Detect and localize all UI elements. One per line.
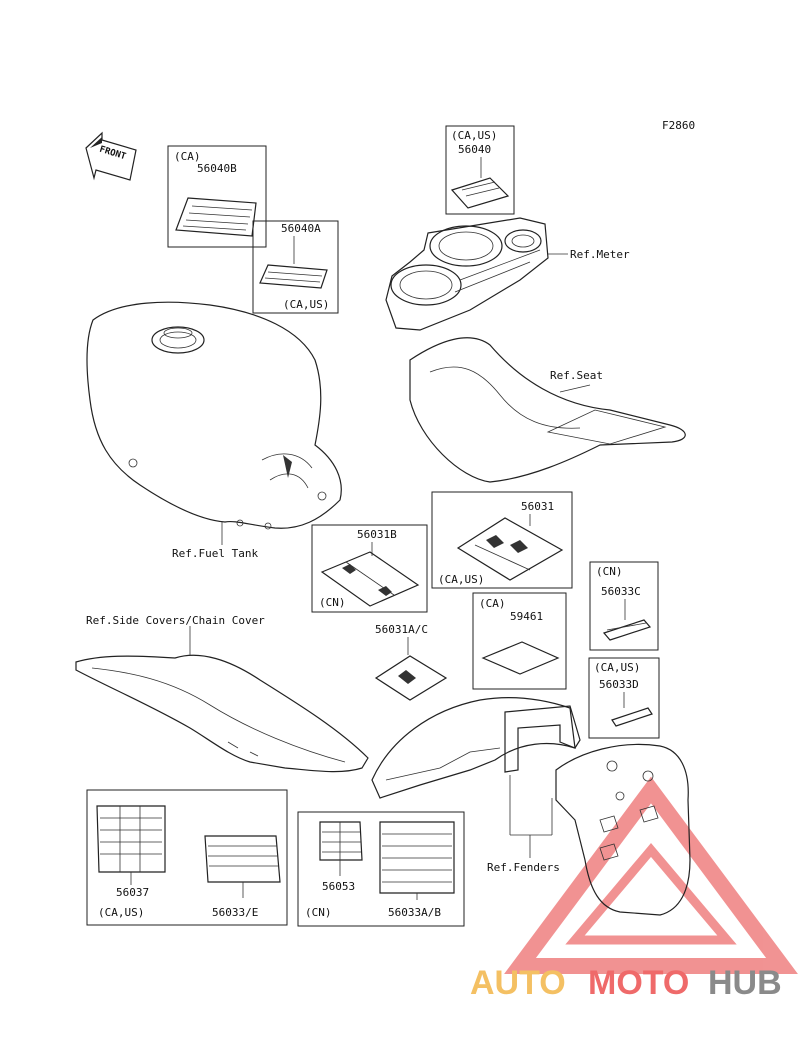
group-56053-56033ab[interactable]: 56053 (CN) 56033A/B (297, 811, 465, 927)
number-56040b: 56040B (197, 162, 237, 175)
number-56053: 56053 (322, 880, 355, 893)
region-group-right: (CN) (305, 906, 332, 919)
watermark-auto: AUTO (470, 964, 566, 1002)
region-56040a: (CA,US) (283, 298, 329, 311)
number-56031b: 56031B (357, 528, 397, 541)
number-56031: 56031 (521, 500, 554, 513)
ref-meter: Ref.Meter (570, 248, 630, 261)
seat (409, 337, 686, 483)
part-56040[interactable]: (CA,US) 56040 (445, 125, 515, 215)
fenders-leader (509, 775, 552, 858)
number-56037: 56037 (116, 886, 149, 899)
watermark-hub: HUB (708, 964, 782, 1002)
number-56040a: 56040A (281, 222, 321, 235)
side-cover (75, 626, 369, 773)
watermark-moto: MOTO (588, 964, 689, 1002)
front-fender (551, 743, 691, 916)
region-59461: (CA) (479, 597, 506, 610)
region-56031: (CA,US) (438, 573, 484, 586)
meter-assembly (385, 217, 568, 331)
fuel-tank (86, 301, 342, 545)
number-56033c: 56033C (601, 585, 641, 598)
watermark-logo-icon (504, 776, 798, 974)
ref-fuel-tank: Ref.Fuel Tank (172, 547, 258, 560)
part-56033d[interactable]: (CA,US) 56033D (588, 657, 660, 739)
part-56031ac[interactable]: 56031A/C (374, 623, 448, 701)
number-56033ab: 56033A/B (388, 906, 441, 919)
number-59461: 59461 (510, 610, 543, 623)
rear-fender (371, 697, 581, 799)
part-56040b[interactable]: (CA) 56040B (167, 145, 267, 248)
part-56033c[interactable]: (CN) 56033C (589, 561, 659, 651)
front-label: FRONT (98, 145, 127, 163)
region-56040b: (CA) (174, 150, 201, 163)
part-56031[interactable]: 56031 (CA,US) (431, 491, 573, 589)
front-arrow-icon: FRONT (85, 131, 137, 181)
number-56040: 56040 (458, 143, 491, 156)
watermark-text: AUTO MOTO HUB (470, 964, 782, 1002)
number-56033d: 56033D (599, 678, 639, 691)
part-56031b[interactable]: 56031B (CN) (311, 524, 428, 613)
region-56031b: (CN) (319, 596, 346, 609)
number-56033e: 56033/E (212, 906, 258, 919)
region-56033d: (CA,US) (594, 661, 640, 674)
number-56031ac: 56031A/C (375, 623, 428, 636)
part-59461[interactable]: (CA) 59461 (472, 592, 567, 690)
region-group-left: (CA,US) (98, 906, 144, 919)
part-56040a[interactable]: 56040A (CA,US) (252, 220, 339, 314)
ref-fenders: Ref.Fenders (487, 861, 560, 874)
ref-side-covers: Ref.Side Covers/Chain Cover (86, 614, 265, 627)
figure-code: F2860 (662, 119, 695, 132)
region-56040: (CA,US) (451, 129, 497, 142)
group-56037-56033e[interactable]: 56037 (CA,US) 56033/E (86, 789, 288, 926)
region-56033c: (CN) (596, 565, 623, 578)
ref-seat: Ref.Seat (550, 369, 603, 382)
